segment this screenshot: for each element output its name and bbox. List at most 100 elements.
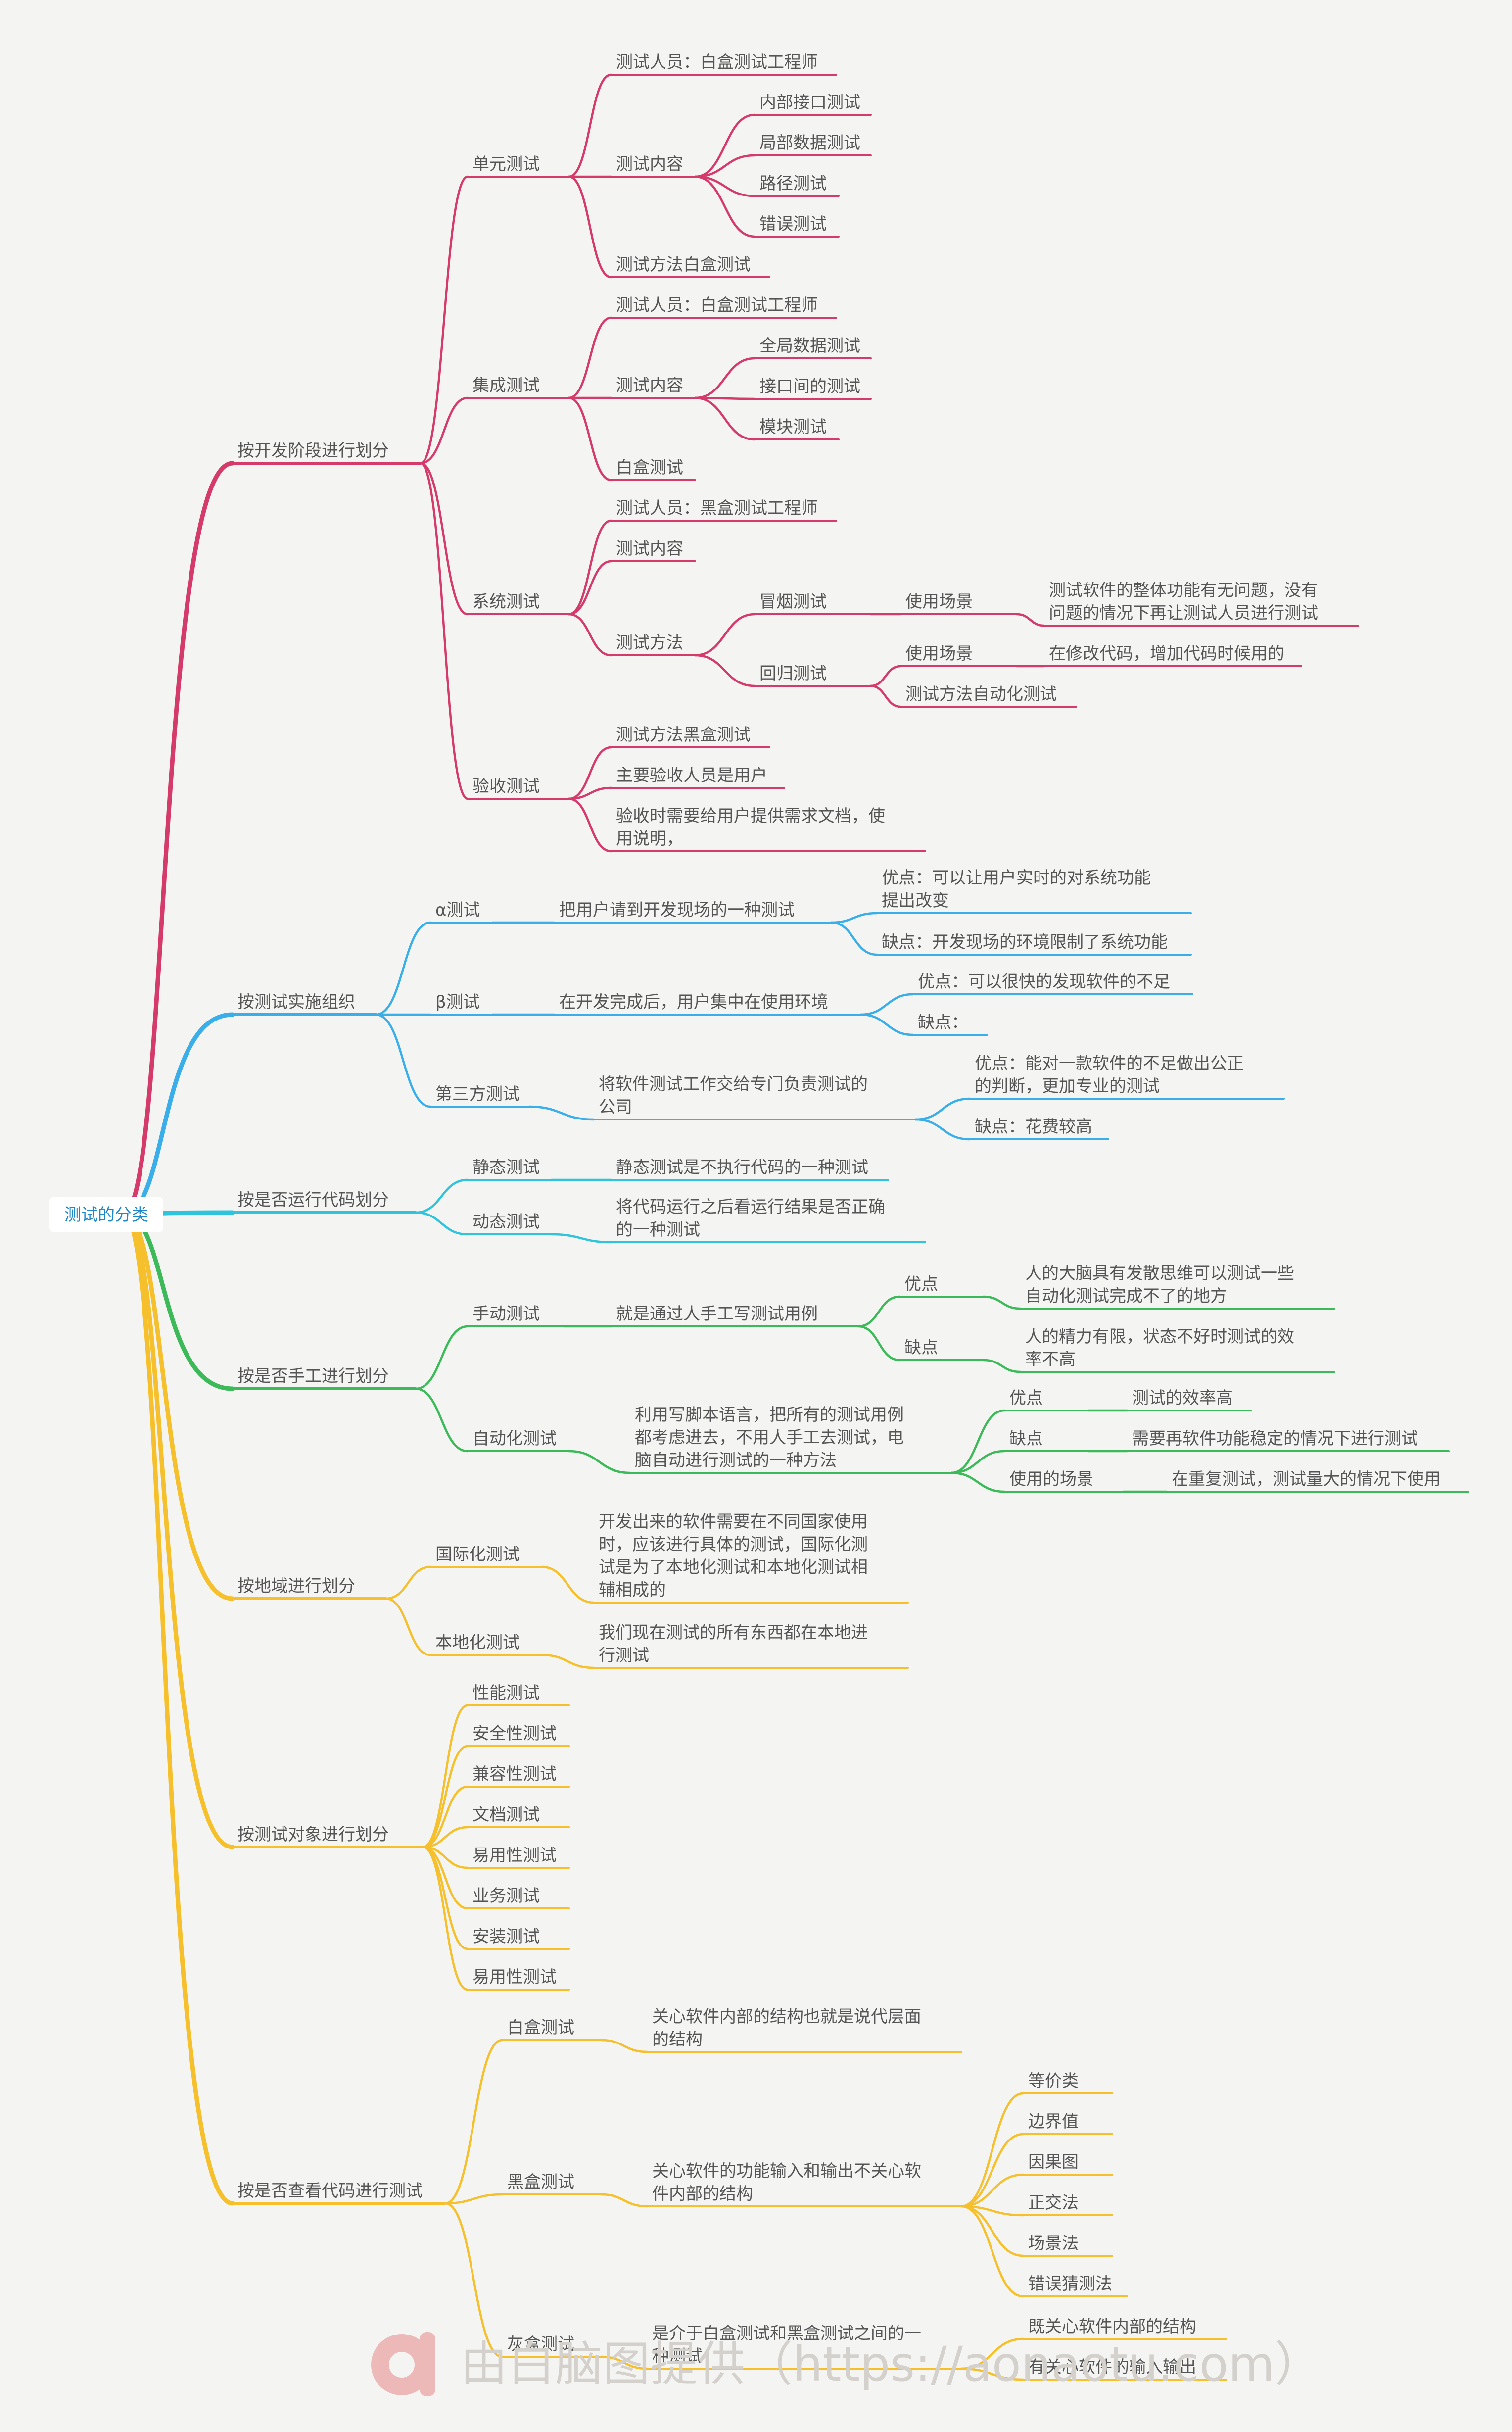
topic-r-3-0-0-1-0[interactable]: 人的精力有限，状态不好时测试的效率不高 — [1019, 1327, 1335, 1373]
topic-r-1-0[interactable]: α测试 — [429, 900, 493, 924]
topic-r-4-1[interactable]: 本地化测试 — [429, 1633, 543, 1656]
topic-r-1-1-0[interactable]: 在开发完成后，用户集中在使用环境 — [553, 992, 862, 1016]
topic-r-0-1[interactable]: 集成测试 — [467, 376, 570, 399]
topic-r-1-2[interactable]: 第三方测试 — [429, 1084, 530, 1108]
topic-r-6-1-0-1[interactable]: 边界值 — [1022, 2112, 1113, 2135]
topic-label-r-1-2-0-1: 缺点：花费较高 — [975, 1117, 1092, 1137]
topic-r-0-1-1[interactable]: 测试内容 — [610, 376, 696, 399]
topic-r-0-2-2-1[interactable]: 回归测试 — [754, 664, 872, 687]
topic-r-1-2-0[interactable]: 将软件测试工作交给专门负责测试的公司 — [593, 1074, 916, 1120]
topic-r-3-0-0[interactable]: 就是通过人手工写测试用例 — [610, 1304, 859, 1327]
topic-r-6-2-0[interactable]: 是介于白盒测试和黑盒测试之间的一种测试 — [646, 2324, 962, 2370]
topic-r-3-0-0-0-0[interactable]: 人的大脑具有发散思维可以测试一些自动化测试完成不了的地方 — [1019, 1264, 1335, 1310]
topic-r-1-1-0-0[interactable]: 优点：可以很快的发现软件的不足 — [912, 972, 1193, 995]
topic-r-0-3-2[interactable]: 验收时需要给用户提供需求文档，使用说明， — [610, 806, 926, 852]
topic-r-6-2-0-0[interactable]: 既关心软件内部的结构 — [1022, 2317, 1227, 2340]
topic-r-0-1-1-0[interactable]: 全局数据测试 — [754, 336, 872, 359]
topic-r-6-0[interactable]: 白盒测试 — [501, 2018, 602, 2041]
topic-r-0-2-0[interactable]: 测试人员：黑盒测试工程师 — [610, 498, 837, 522]
topic-r-3-1-0-0[interactable]: 优点 — [1003, 1388, 1089, 1411]
topic-r-3-1-0-1[interactable]: 缺点 — [1003, 1429, 1089, 1452]
topic-r-0-2-2-1-0[interactable]: 使用场景 — [899, 644, 1018, 667]
topic-r-0-2[interactable]: 系统测试 — [467, 592, 570, 615]
topic-r-2-1[interactable]: 动态测试 — [467, 1212, 553, 1235]
topic-r-0-2-2-0[interactable]: 冒烟测试 — [754, 592, 872, 615]
topic-r-2-0[interactable]: 静态测试 — [467, 1158, 553, 1181]
topic-r-1[interactable]: 按测试实施组织 — [231, 992, 378, 1016]
topic-r-0-0[interactable]: 单元测试 — [467, 154, 570, 178]
topic-r-3-1-0-0-0[interactable]: 测试的效率高 — [1126, 1388, 1252, 1411]
edge-r-1-1-0-0 — [859, 993, 914, 1016]
topic-r-5-2[interactable]: 兼容性测试 — [467, 1764, 570, 1788]
topic-r-0-1-1-1[interactable]: 接口间的测试 — [754, 377, 872, 400]
topic-r-3-1[interactable]: 自动化测试 — [467, 1429, 570, 1452]
topic-r-6-1-0-5[interactable]: 错误猜测法 — [1022, 2274, 1128, 2297]
topic-label-r-0-2-2-1-1: 测试方法自动化测试 — [905, 684, 1057, 704]
topic-r-3-1-0-1-0[interactable]: 需要再软件功能稳定的情况下进行测试 — [1126, 1429, 1450, 1452]
topic-r-0-2-2-0-0[interactable]: 使用场景 — [899, 592, 1018, 615]
topic-r-5-7[interactable]: 易用性测试 — [467, 1967, 570, 1991]
topic-r-1-1-0-1[interactable]: 缺点： — [912, 1013, 988, 1036]
topic-r-0[interactable]: 按开发阶段进行划分 — [231, 441, 422, 465]
topic-r-6-2-0-1[interactable]: 有关心软件的输入输出 — [1022, 2357, 1227, 2381]
topic-r-0-0-1[interactable]: 测试内容 — [610, 154, 696, 178]
topic-r-1-2-0-0[interactable]: 优点：能对一款软件的不足做出公正的判断，更加专业的测试 — [969, 1054, 1285, 1100]
topic-r-5-5[interactable]: 业务测试 — [467, 1886, 570, 1909]
topic-r-1-0-0-1[interactable]: 缺点：开发现场的环境限制了系统功能 — [876, 932, 1192, 956]
topic-r-0-0-1-2[interactable]: 路径测试 — [754, 174, 840, 197]
topic-label-r-1-2: 第三方测试 — [435, 1084, 520, 1104]
topic-r-3-1-0-2[interactable]: 使用的场景 — [1003, 1469, 1124, 1493]
topic-r-0-1-1-2[interactable]: 模块测试 — [754, 417, 840, 440]
topic-r-6-1-0-2[interactable]: 因果图 — [1022, 2152, 1113, 2176]
topic-r-0-2-2[interactable]: 测试方法 — [610, 633, 696, 656]
topic-r-0-2-2-1-1[interactable]: 测试方法自动化测试 — [899, 684, 1077, 708]
topic-r-6-0-0[interactable]: 关心软件内部的结构也就是说代层面的结构 — [646, 2007, 962, 2053]
edge-r-4-1-0 — [540, 1654, 595, 1669]
topic-r-0-3-1[interactable]: 主要验收人员是用户 — [610, 766, 785, 789]
topic-r-0-1-2[interactable]: 白盒测试 — [610, 458, 696, 481]
topic-r-6-2[interactable]: 灰盒测试 — [501, 2335, 602, 2358]
topic-r-2[interactable]: 按是否运行代码划分 — [231, 1190, 417, 1214]
topic-r-3-0[interactable]: 手动测试 — [467, 1304, 565, 1327]
root-topic[interactable]: 测试的分类 — [49, 1197, 163, 1232]
topic-r-6-1-0-4[interactable]: 场景法 — [1022, 2234, 1113, 2257]
topic-r-0-2-2-1-0-0[interactable]: 在修改代码，增加代码时候用的 — [1043, 644, 1302, 667]
topic-r-0-2-2-0-0-0[interactable]: 测试软件的整体功能有无问题，没有问题的情况下再让测试人员进行测试 — [1043, 581, 1359, 627]
topic-r-3-1-0-2-0[interactable]: 在重复测试，测试量大的情况下使用 — [1166, 1469, 1469, 1493]
topic-r-0-0-2[interactable]: 测试方法白盒测试 — [610, 255, 770, 278]
topic-r-4-0-0[interactable]: 开发出来的软件需要在不同国家使用时，应该进行具体的测试，国际化测试是为了本地化测… — [593, 1512, 909, 1604]
topic-r-0-3[interactable]: 验收测试 — [467, 777, 570, 800]
topic-r-3-0-0-0[interactable]: 优点 — [898, 1274, 985, 1298]
topic-r-2-0-0[interactable]: 静态测试是不执行代码的一种测试 — [610, 1158, 889, 1181]
topic-r-0-0-0[interactable]: 测试人员：白盒测试工程师 — [610, 52, 837, 76]
topic-r-1-0-0-0[interactable]: 优点：可以让用户实时的对系统功能提出改变 — [876, 868, 1192, 914]
topic-r-6[interactable]: 按是否查看代码进行测试 — [231, 2181, 447, 2205]
topic-r-0-1-0[interactable]: 测试人员：白盒测试工程师 — [610, 295, 837, 319]
topic-r-4[interactable]: 按地域进行划分 — [231, 1576, 387, 1600]
topic-r-6-1-0[interactable]: 关心软件的功能输入和输出不关心软件内部的结构 — [646, 2161, 962, 2207]
topic-r-4-1-0[interactable]: 我们现在测试的所有东西都在本地进行测试 — [593, 1623, 909, 1669]
topic-r-5-0[interactable]: 性能测试 — [467, 1683, 570, 1706]
topic-r-0-0-1-1[interactable]: 局部数据测试 — [754, 133, 872, 156]
topic-r-2-1-0[interactable]: 将代码运行之后看运行结果是否正确的一种测试 — [610, 1197, 926, 1243]
topic-r-5[interactable]: 按测试对象进行划分 — [231, 1825, 425, 1848]
topic-r-5-1[interactable]: 安全性测试 — [467, 1724, 570, 1747]
topic-r-3[interactable]: 按是否手工进行划分 — [231, 1366, 417, 1390]
topic-r-3-0-0-1[interactable]: 缺点 — [898, 1338, 985, 1361]
topic-r-6-1-0-0[interactable]: 等价类 — [1022, 2071, 1113, 2094]
edge-r-3-1 — [414, 1387, 469, 1453]
topic-r-4-0[interactable]: 国际化测试 — [429, 1545, 543, 1568]
topic-r-3-1-0[interactable]: 利用写脚本语言，把所有的测试用例都考虑进去，不用人手工去测试，电脑自动进行测试的… — [629, 1405, 952, 1474]
topic-r-0-2-1[interactable]: 测试内容 — [610, 539, 696, 562]
topic-r-1-2-0-1[interactable]: 缺点：花费较高 — [969, 1117, 1109, 1140]
topic-r-5-3[interactable]: 文档测试 — [467, 1805, 570, 1828]
topic-r-6-1-0-3[interactable]: 正交法 — [1022, 2193, 1113, 2216]
topic-r-0-0-1-3[interactable]: 错误测试 — [754, 214, 840, 238]
topic-r-0-3-0[interactable]: 测试方法黑盒测试 — [610, 725, 770, 748]
topic-r-5-4[interactable]: 易用性测试 — [467, 1846, 570, 1869]
topic-r-1-1[interactable]: β测试 — [429, 992, 493, 1016]
topic-r-6-1[interactable]: 黑盒测试 — [501, 2172, 602, 2195]
topic-r-5-6[interactable]: 安装测试 — [467, 1927, 570, 1950]
topic-r-0-0-1-0[interactable]: 内部接口测试 — [754, 93, 872, 116]
topic-r-1-0-0[interactable]: 把用户请到开发现场的一种测试 — [553, 900, 832, 924]
